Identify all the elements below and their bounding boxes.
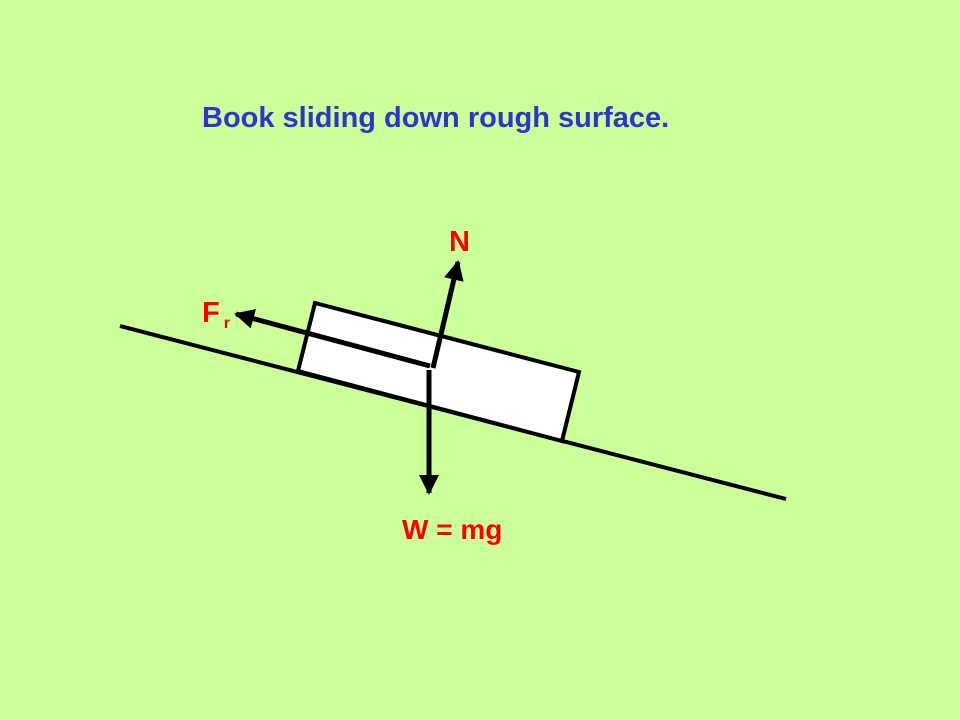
normal-force-arrow [430,260,464,369]
page-title: Book sliding down rough surface. [202,102,670,134]
normal-force-label: N [449,226,470,258]
friction-force-arrow [234,309,431,369]
friction-label-subscript: r [223,315,230,332]
book [295,300,582,444]
weight-force-label: W = mg [402,514,503,545]
friction-label-main: F [202,297,220,329]
